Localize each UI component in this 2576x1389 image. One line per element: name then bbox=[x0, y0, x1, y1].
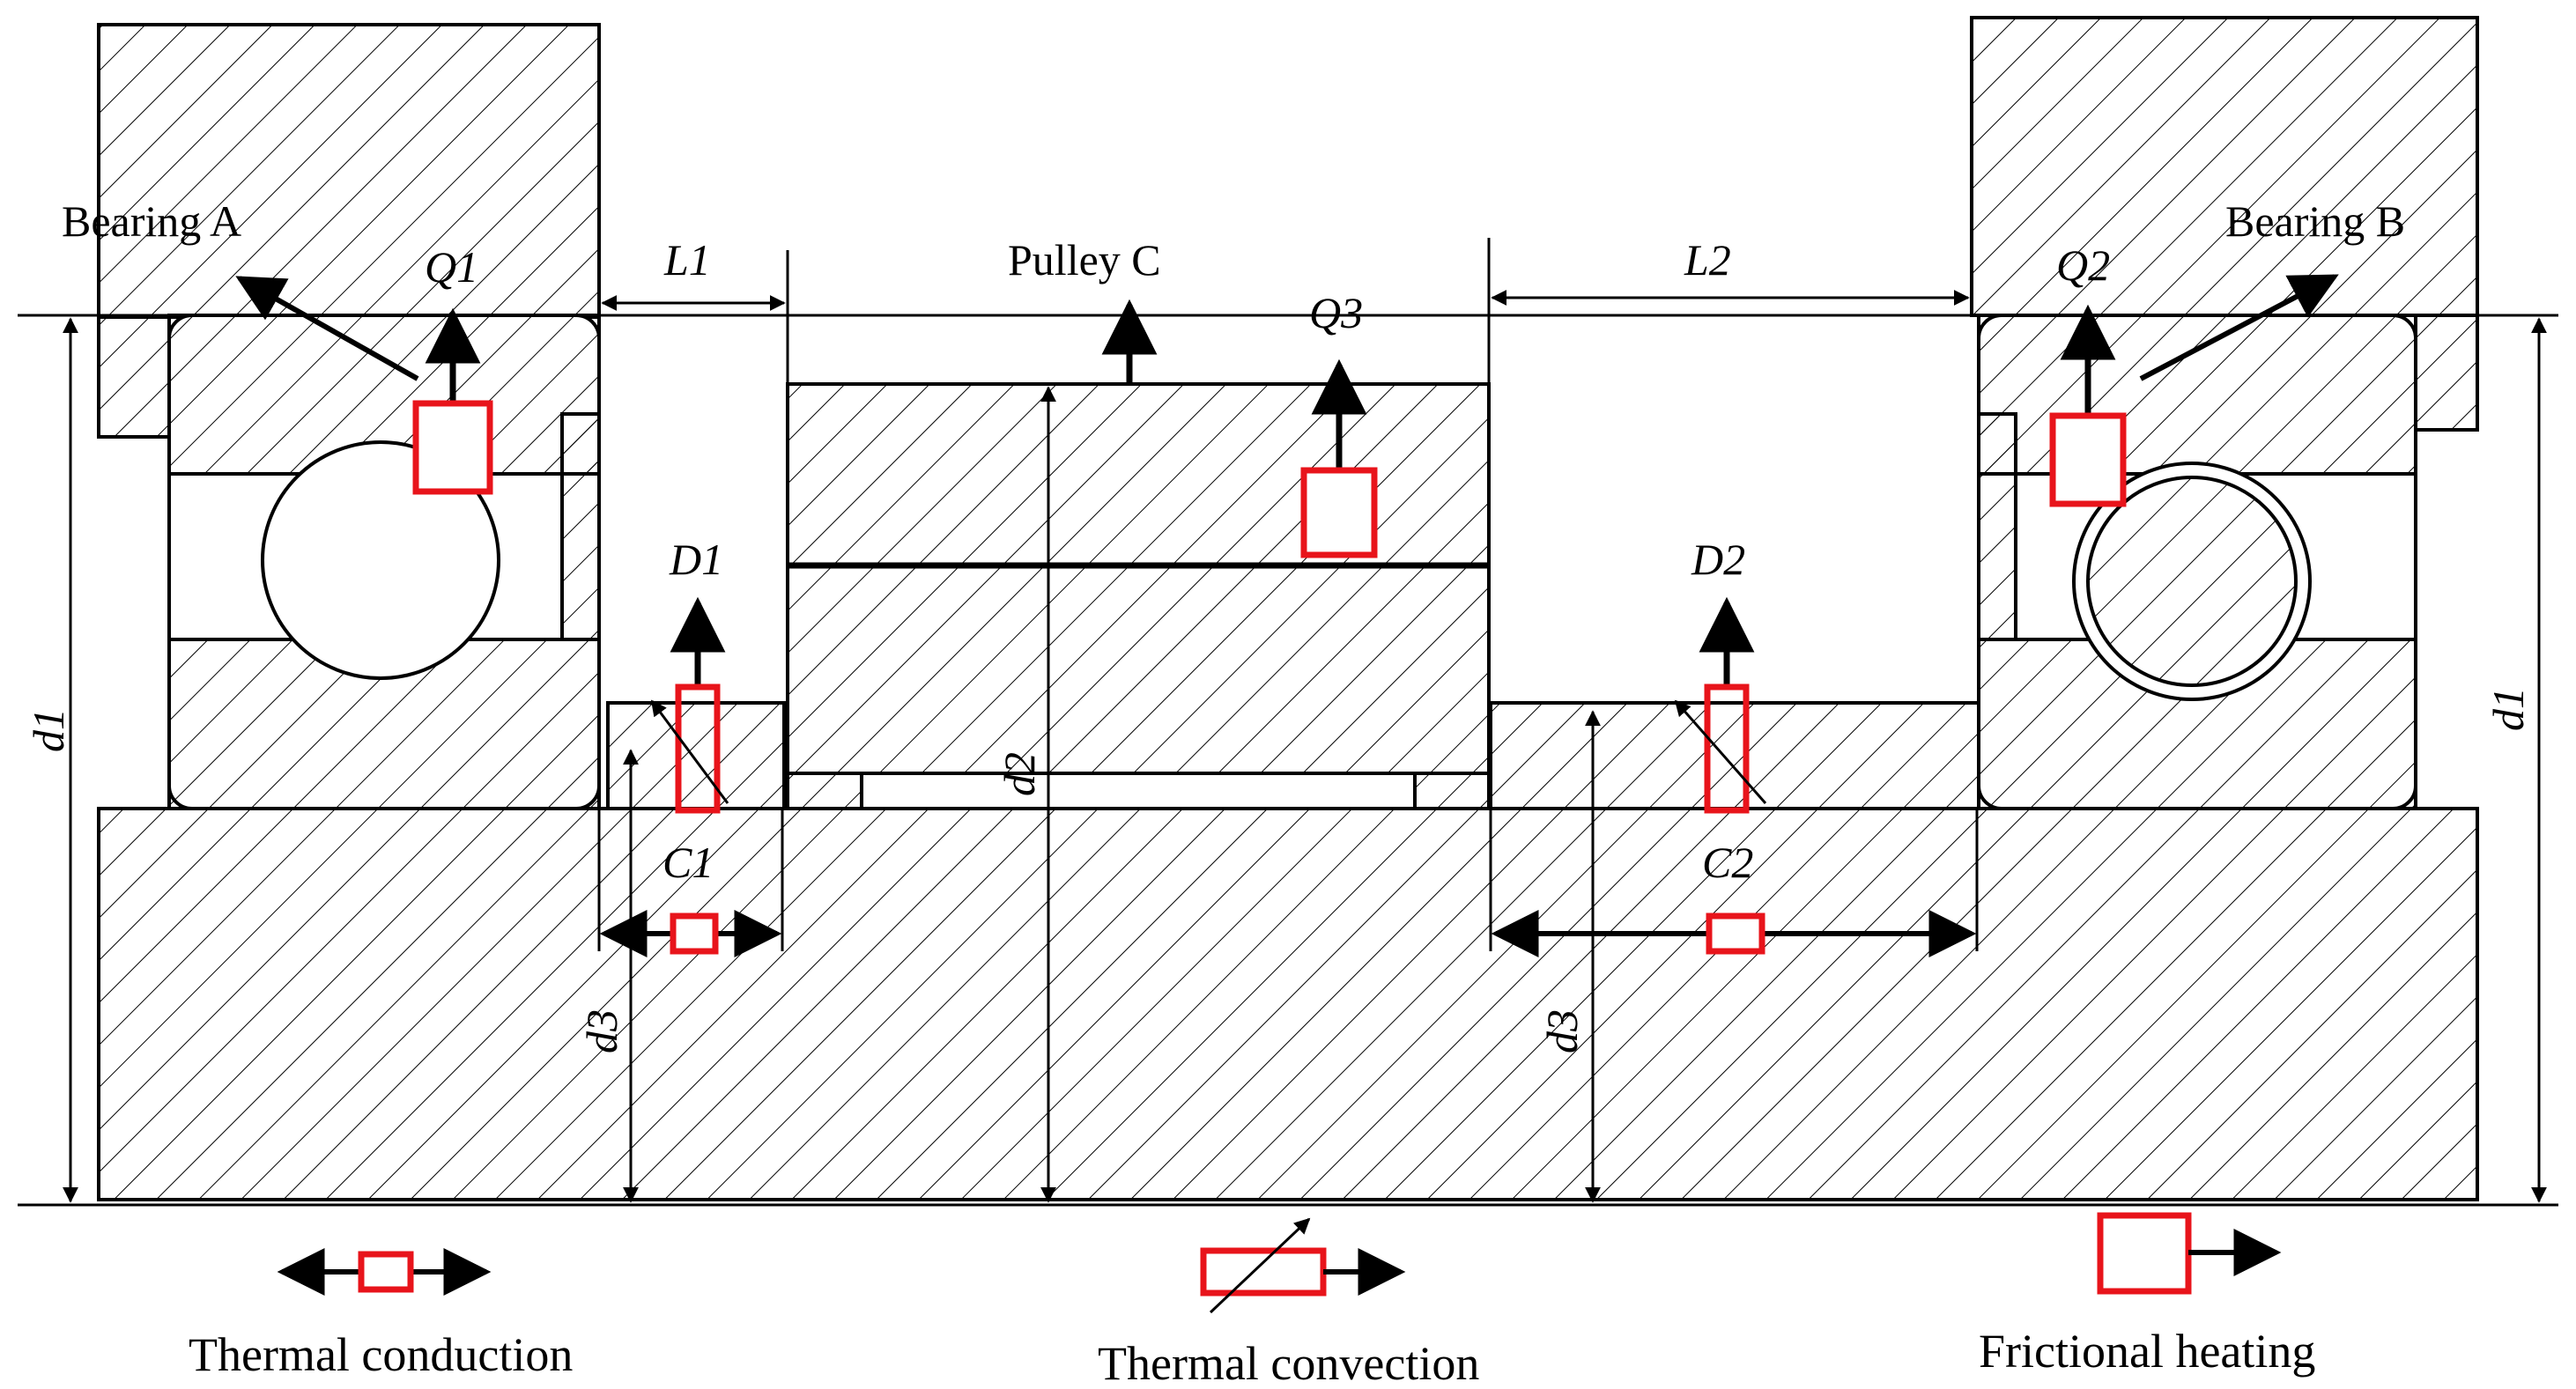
spacer-right bbox=[1489, 701, 1980, 810]
legend-convection-label: Thermal convection bbox=[1098, 1337, 1479, 1389]
legend-conduction-label: Thermal conduction bbox=[189, 1328, 573, 1381]
label-q1: Q1 bbox=[425, 242, 478, 292]
housing-right bbox=[1970, 16, 2479, 432]
conduction-c1 bbox=[599, 910, 782, 957]
convection-d2 bbox=[1674, 596, 1767, 814]
legend-convection: Thermal convection bbox=[1098, 1217, 1479, 1389]
heat-q1 bbox=[412, 307, 493, 495]
leader-bearing-a bbox=[235, 276, 419, 381]
conduction-c2 bbox=[1491, 910, 1977, 957]
label-c2: C2 bbox=[1702, 838, 1753, 887]
leader-bearing-b bbox=[2139, 274, 2339, 381]
label-bearing-a: Bearing A bbox=[62, 196, 241, 246]
legend-conduction: Thermal conduction bbox=[189, 1248, 573, 1381]
legend-friction-label: Frictional heating bbox=[1979, 1325, 2315, 1378]
label-d2: D2 bbox=[1691, 535, 1745, 584]
convection-d1 bbox=[650, 596, 729, 814]
label-c1: C1 bbox=[663, 838, 714, 887]
pulley-c bbox=[786, 382, 1491, 810]
label-q3: Q3 bbox=[1309, 288, 1363, 337]
label-dim-d2: d2 bbox=[995, 752, 1044, 796]
label-dim-d1-right: d1 bbox=[2483, 687, 2533, 731]
label-pulley-c: Pulley C bbox=[1008, 235, 1161, 284]
housing-left bbox=[97, 23, 601, 439]
label-q2: Q2 bbox=[2056, 240, 2110, 290]
label-dim-d3-left: d3 bbox=[577, 1009, 626, 1053]
shaft bbox=[97, 807, 2479, 1201]
label-dim-d1-left: d1 bbox=[24, 708, 73, 752]
label-bearing-b: Bearing B bbox=[2225, 196, 2405, 246]
heat-q2 bbox=[2049, 304, 2127, 507]
label-l1: L1 bbox=[663, 235, 711, 284]
label-d1: D1 bbox=[669, 535, 723, 584]
bearing-a bbox=[167, 314, 601, 810]
legend-friction: Frictional heating bbox=[1979, 1212, 2315, 1378]
spacer-left bbox=[606, 701, 786, 810]
bearing-b bbox=[1977, 314, 2417, 810]
heat-q3 bbox=[1300, 358, 1378, 558]
label-l2: L2 bbox=[1684, 235, 1731, 284]
label-dim-d3-right: d3 bbox=[1537, 1009, 1587, 1053]
